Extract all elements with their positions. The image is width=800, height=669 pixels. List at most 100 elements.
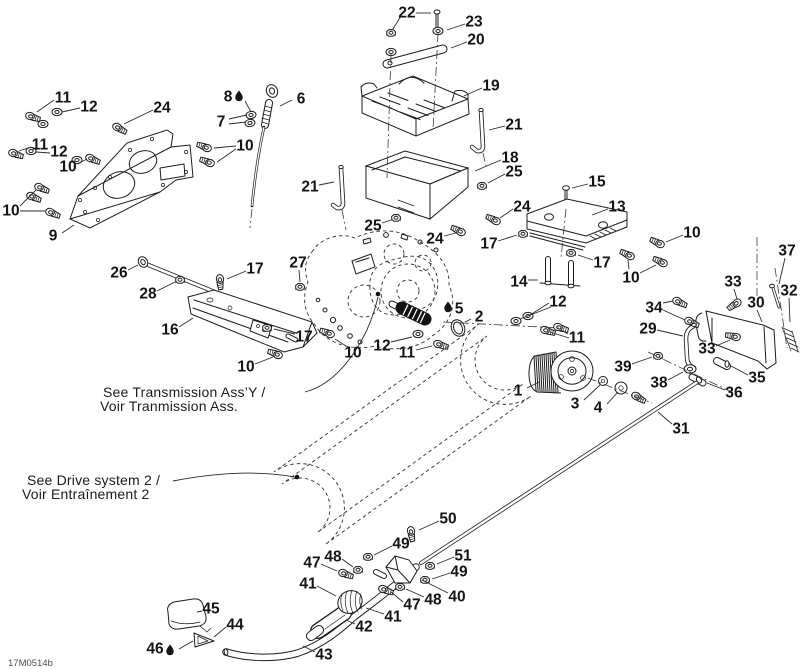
callout-41: 41 xyxy=(384,608,402,625)
leader-line xyxy=(446,23,466,31)
callout-17: 17 xyxy=(295,328,312,345)
part-16-bracket-assembly xyxy=(137,256,336,361)
callout-10: 10 xyxy=(683,224,700,241)
leader-line xyxy=(244,100,252,113)
part-31-rod xyxy=(419,376,703,565)
part-37-pin xyxy=(769,283,781,309)
leader-line xyxy=(228,121,247,125)
callout-22: 22 xyxy=(398,4,415,21)
callout-2: 2 xyxy=(475,308,484,325)
leader-line xyxy=(61,107,81,113)
leader-line xyxy=(662,300,674,304)
leader-line xyxy=(499,208,514,219)
leader-line xyxy=(627,259,630,270)
callout-29: 29 xyxy=(639,320,657,337)
leader-line xyxy=(178,317,194,328)
callout-37: 37 xyxy=(778,242,795,259)
callout-17: 17 xyxy=(246,260,263,277)
part-9-mounting-plate xyxy=(69,129,194,229)
leader-line xyxy=(662,309,686,321)
callout-40: 40 xyxy=(448,588,465,605)
leader-line xyxy=(341,558,354,568)
part-code: 17M0514b xyxy=(8,658,53,669)
callout-12: 12 xyxy=(50,143,67,160)
callout-33: 33 xyxy=(724,273,742,290)
leader-line xyxy=(127,264,139,271)
callout-6: 6 xyxy=(297,90,306,107)
leader-line xyxy=(254,356,274,365)
leader-line xyxy=(35,151,51,154)
callout-25: 25 xyxy=(505,163,523,180)
leader-line xyxy=(657,411,673,425)
leader-line xyxy=(591,208,609,216)
steering-linkage xyxy=(167,525,435,662)
callout-49: 49 xyxy=(450,563,468,580)
leader-line xyxy=(213,626,227,638)
callout-24: 24 xyxy=(513,198,531,215)
leader-line xyxy=(365,607,385,615)
leader-line xyxy=(390,336,413,343)
transmission-note: See Transmission Ass’Y / xyxy=(103,384,266,400)
callout-10: 10 xyxy=(622,269,639,286)
transmission-housing xyxy=(304,230,454,350)
callout-10: 10 xyxy=(2,202,19,219)
leader-line xyxy=(450,41,468,49)
callout-43: 43 xyxy=(315,646,333,663)
leader-line xyxy=(639,264,657,274)
part-21-rods xyxy=(330,107,486,211)
callout-16: 16 xyxy=(161,321,179,338)
leader-line xyxy=(36,99,55,113)
callout-47: 47 xyxy=(303,554,320,571)
callout-4: 4 xyxy=(594,399,603,416)
leader-line xyxy=(788,297,791,323)
note-leaders xyxy=(172,291,381,482)
leader-line xyxy=(316,585,337,597)
callout-50: 50 xyxy=(439,510,456,527)
transmission-note: Voir Tranmission Ass. xyxy=(100,398,238,414)
leader-line xyxy=(519,306,552,320)
leader-line xyxy=(487,173,506,184)
leader-line xyxy=(656,329,684,337)
callout-17: 17 xyxy=(593,254,610,271)
leader-line xyxy=(216,148,237,163)
callout-34: 34 xyxy=(645,299,663,316)
leader-line xyxy=(431,572,451,580)
callout-12: 12 xyxy=(80,98,97,115)
callout-26: 26 xyxy=(110,264,128,281)
leader-line xyxy=(228,114,248,120)
callout-15: 15 xyxy=(588,173,606,190)
callout-13: 13 xyxy=(608,198,626,215)
leader-line xyxy=(381,219,392,224)
leader-line xyxy=(392,15,402,30)
callout-32: 32 xyxy=(780,282,797,299)
callout-25: 25 xyxy=(364,217,382,234)
callout-24: 24 xyxy=(153,99,171,116)
callout-36: 36 xyxy=(725,384,743,401)
callout-41: 41 xyxy=(299,575,317,592)
callout-47: 47 xyxy=(403,596,420,613)
leader-line xyxy=(390,591,404,603)
leader-line xyxy=(156,281,176,292)
leader-line xyxy=(667,371,684,381)
part-5-shaft xyxy=(295,283,570,351)
callout-38: 38 xyxy=(650,374,668,391)
leader-line xyxy=(273,328,296,335)
callout-11: 11 xyxy=(55,89,72,106)
leader-line xyxy=(606,391,619,405)
leader-line xyxy=(405,588,425,598)
drive-note: Voir Entraînement 2 xyxy=(22,486,150,502)
leader-line xyxy=(497,234,518,242)
callout-48: 48 xyxy=(324,548,342,565)
leader-line xyxy=(421,579,449,594)
callout-5: 5 xyxy=(455,300,464,317)
leader-line xyxy=(560,329,569,335)
part-19-tray-assembly xyxy=(360,9,470,137)
leader-line xyxy=(488,125,506,131)
leader-line xyxy=(196,610,203,613)
callout-35: 35 xyxy=(748,369,766,386)
part-6-dipstick xyxy=(244,84,279,229)
callout-11: 11 xyxy=(32,136,49,153)
leader-line xyxy=(318,181,335,186)
leader-line xyxy=(123,109,154,125)
